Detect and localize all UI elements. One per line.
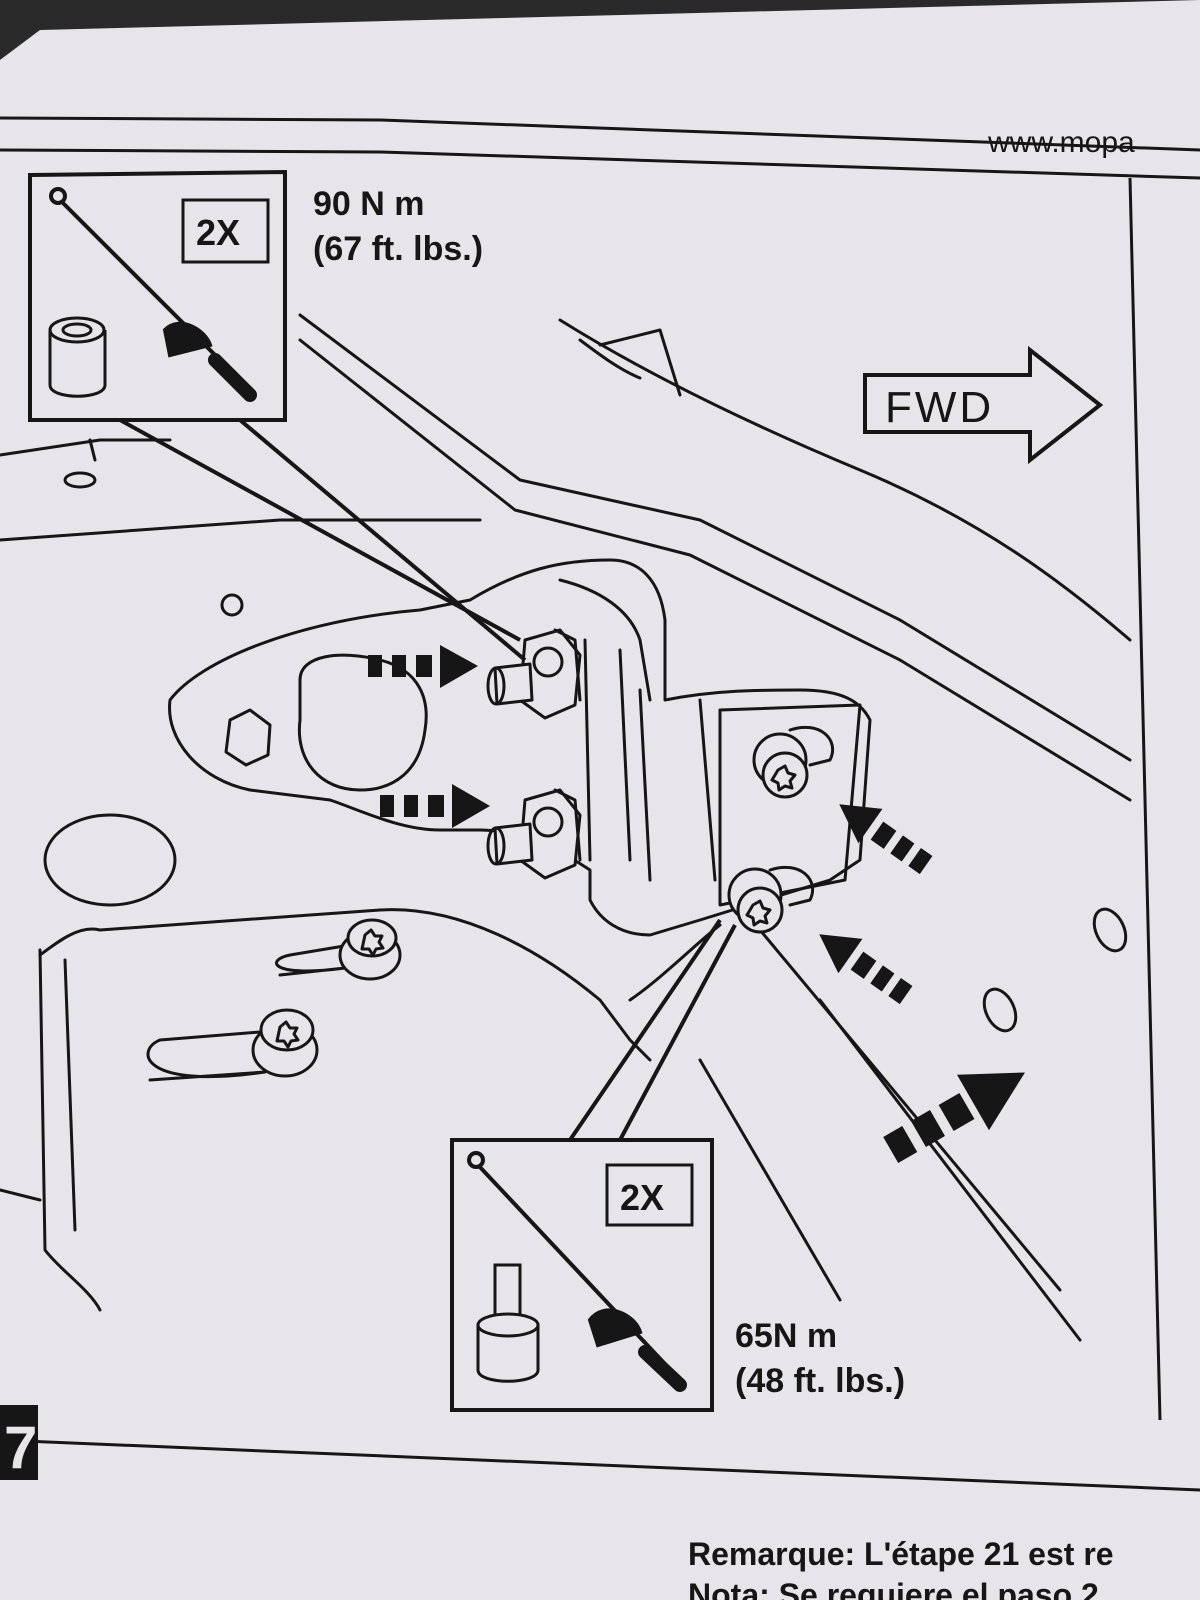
footer-note-fr: Remarque: L'étape 21 est re xyxy=(688,1536,1114,1572)
upper-torque-imperial: (67 ft. lbs.) xyxy=(313,230,483,268)
torque-wrench-icon xyxy=(49,187,257,402)
torx-bolt-upper xyxy=(752,725,835,799)
fwd-label: FWD xyxy=(885,383,994,432)
quantity-label: 2X xyxy=(196,212,240,253)
page-frame xyxy=(0,116,1200,1492)
dashed-arrow-icon xyxy=(883,1072,1025,1163)
forward-arrow-icon: FWD xyxy=(863,345,1104,465)
upper-torque-callout: 2X 90 N m (67 ft. lbs.) xyxy=(28,169,527,662)
lower-nut xyxy=(486,788,582,880)
dashed-arrows xyxy=(368,645,1025,1163)
torx-bolt-lower xyxy=(727,865,815,934)
dashed-arrow-icon xyxy=(380,784,490,828)
step-tab xyxy=(0,1405,38,1480)
lower-torque-callout: 2X 65N m (48 ft. lbs.) xyxy=(450,918,905,1412)
dashed-arrow-icon xyxy=(368,645,478,688)
step-number: 7 xyxy=(4,1414,37,1481)
line-art xyxy=(0,313,1132,1342)
header-url: www.mopa xyxy=(987,126,1135,159)
upper-torque-metric: 90 N m xyxy=(313,185,425,223)
socket-icon xyxy=(48,316,107,398)
slot-bolt-lower xyxy=(146,1008,319,1082)
dashed-arrow-icon xyxy=(819,934,913,1005)
quantity-label: 2X xyxy=(620,1177,664,1218)
quantity-box xyxy=(181,198,270,264)
slot-bolt-upper xyxy=(275,918,402,981)
quantity-box xyxy=(605,1163,694,1227)
upper-nut xyxy=(486,628,582,720)
lower-torque-imperial: (48 ft. lbs.) xyxy=(735,1362,905,1400)
dashed-arrow-icon xyxy=(839,804,933,875)
torque-wrench-icon xyxy=(467,1151,687,1392)
torx-bit-icon xyxy=(476,1263,540,1383)
lower-torque-metric: 65N m xyxy=(735,1317,837,1355)
footer-note-es: Nota: Se requiere el paso 2 xyxy=(688,1577,1099,1600)
